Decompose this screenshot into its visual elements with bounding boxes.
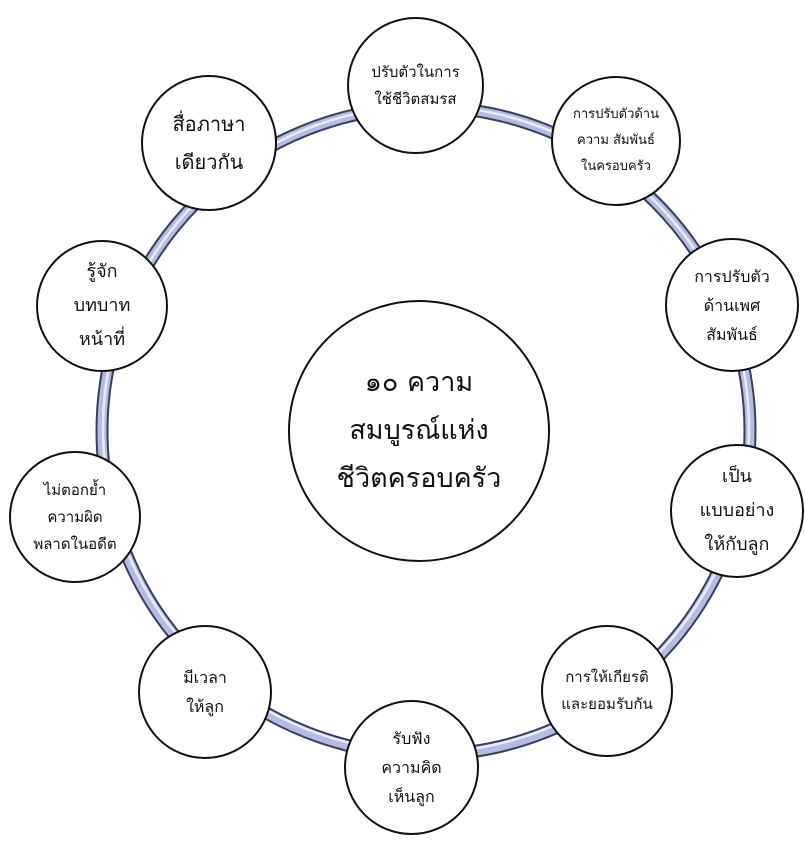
center-line-1: ๑๐ ความ — [364, 367, 474, 398]
node-line: สัมพันธ์ — [706, 324, 758, 344]
node-same-language: สื่อภาษา เดียวกัน — [141, 75, 277, 211]
node-know-roles-duties: รู้จัก บทบาท หน้าที่ — [36, 240, 168, 372]
node-line: การให้เกียรติ — [565, 668, 649, 686]
node-line: บทบาท — [73, 295, 131, 316]
center-line-3: ชีวิตครอบครัว — [336, 463, 502, 494]
node-role-model-for-children: เป็น แบบอย่าง ให้กับลูก — [670, 444, 804, 578]
node-line: มีเวลา — [183, 668, 227, 687]
node-adjust-family-relations: การปรับตัวด้าน ความ สัมพันธ์ ในครอบครัว — [551, 76, 681, 206]
center-node: ๑๐ ความ สมบูรณ์แห่ง ชีวิตครอบครัว — [288, 300, 550, 562]
node-line: เห็นลูก — [388, 787, 435, 806]
node-line: ด้านเพศ — [703, 295, 761, 315]
node-line: รับฟัง — [392, 729, 431, 748]
node-line: ความคิด — [381, 758, 442, 777]
node-line: การปรับตัว — [694, 266, 770, 286]
node-no-blame-past-mistakes: ไม่ตอกย้ำ ความผิด พลาดในอดีต — [9, 451, 141, 583]
node-time-for-children: มีเวลา ให้ลูก — [138, 625, 272, 759]
node-line: การปรับตัวด้าน — [572, 107, 659, 122]
node-line: เป็น — [722, 466, 752, 487]
node-line: ปรับตัวในการ — [371, 62, 460, 81]
node-line: หน้าที่ — [78, 329, 126, 350]
node-line: รู้จัก — [86, 261, 118, 282]
node-line: ความ สัมพันธ์ — [577, 133, 655, 148]
node-line: ให้ลูก — [186, 697, 224, 716]
node-line: เดียวกัน — [174, 150, 244, 174]
node-line: ไม่ตอกย้ำ — [43, 480, 107, 499]
node-listen-to-children: รับฟัง ความคิด เห็นลูก — [344, 700, 479, 835]
node-honor-and-accept: การให้เกียรติ และยอมรับกัน — [541, 625, 673, 757]
node-line: แบบอย่าง — [699, 500, 775, 521]
node-line: และยอมรับกัน — [561, 695, 653, 713]
node-adjust-married-life: ปรับตัวในการ ใช้ชีวิตสมรส — [347, 17, 484, 154]
center-line-2: สมบูรณ์แห่ง — [349, 415, 489, 446]
node-line: ให้กับลูก — [704, 534, 770, 555]
node-line: ความผิด — [47, 507, 103, 526]
node-line: ในครอบครัว — [581, 159, 651, 174]
node-adjust-sexual-relations: การปรับตัว ด้านเพศ สัมพันธ์ — [665, 238, 799, 372]
node-line: สื่อภาษา — [172, 112, 246, 136]
node-line: พลาดในอดีต — [33, 534, 117, 553]
node-line: ใช้ชีวิตสมรส — [374, 89, 457, 108]
